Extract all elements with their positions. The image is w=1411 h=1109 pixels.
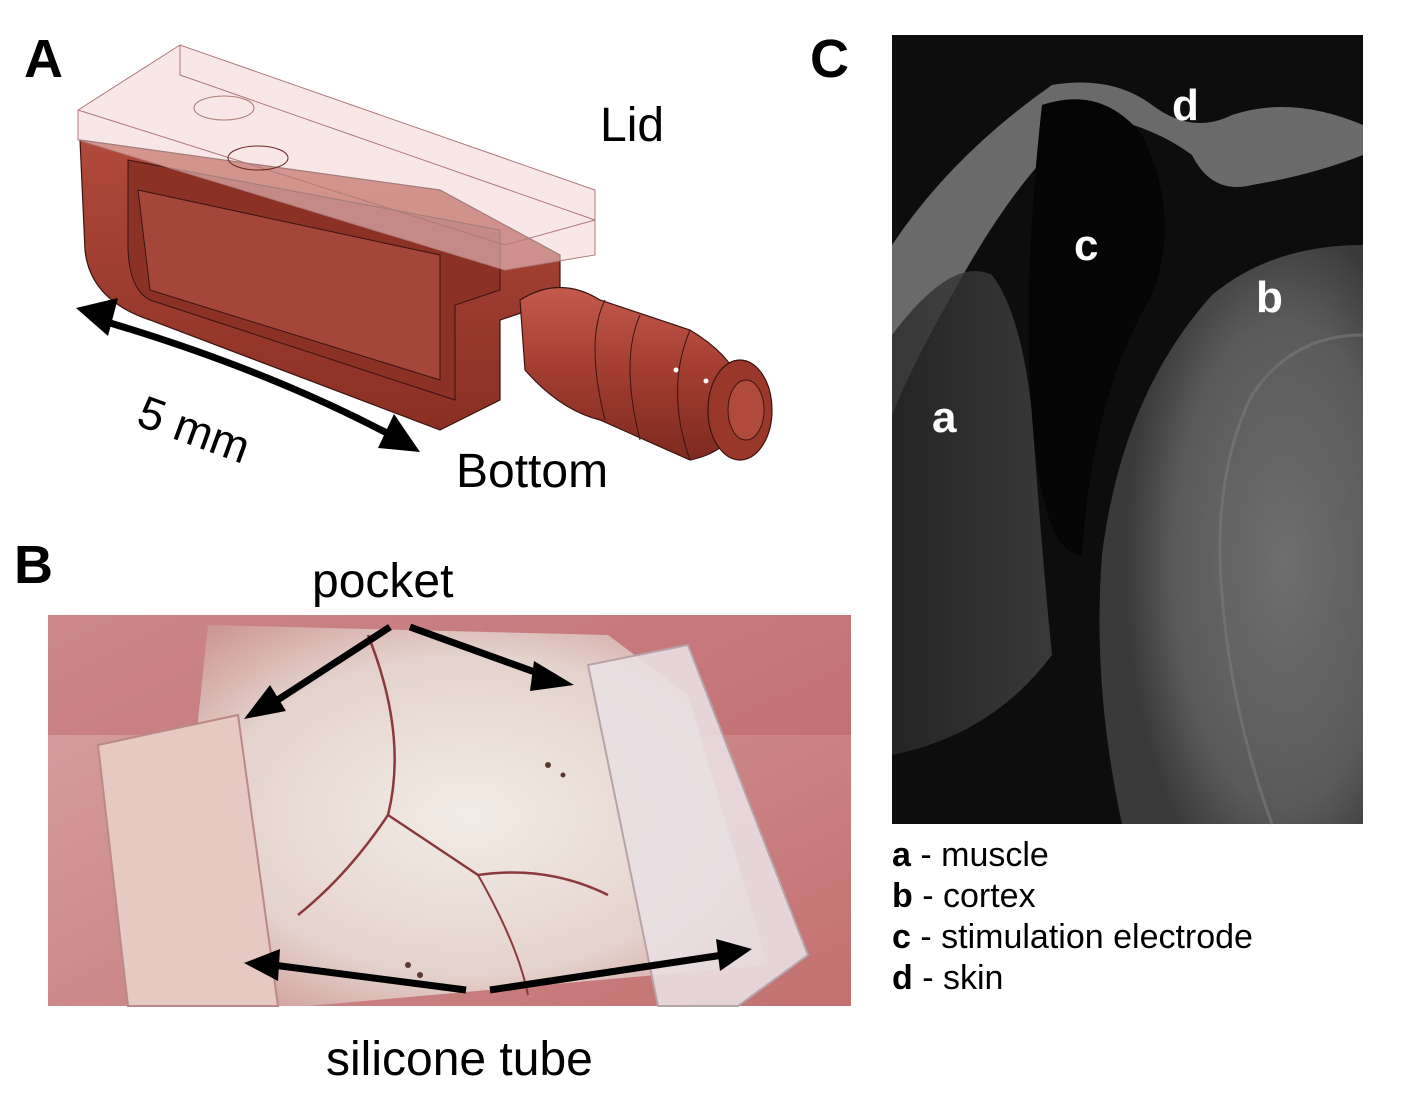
legend-text: cortex [943, 877, 1036, 915]
mri-region-b: b [1256, 273, 1283, 322]
silicone-tube-label: silicone tube [326, 1033, 593, 1086]
legend-item: a - muscle [892, 838, 1253, 872]
legend-key: c [892, 918, 911, 956]
mri-region-d: d [1172, 81, 1199, 130]
panel-c-letter: C [810, 29, 849, 89]
legend-key: b [892, 877, 913, 915]
lid-label: Lid [600, 99, 665, 152]
legend-sep: - [912, 959, 943, 997]
legend-text: skin [943, 959, 1004, 997]
legend-key: a [892, 836, 911, 874]
legend-sep: - [910, 836, 942, 874]
mri-legend: a - muscle b - cortex c - stimulation el… [892, 838, 1253, 995]
mri-region-a: a [932, 393, 957, 442]
legend-text: muscle [941, 836, 1049, 874]
panel-a-letter: A [24, 29, 63, 89]
surgical-photo [48, 615, 851, 1007]
legend-key: d [892, 959, 913, 997]
legend-sep: - [910, 918, 942, 956]
bottom-label: Bottom [456, 445, 609, 498]
mri-region-c: c [1074, 221, 1099, 270]
mri-image [892, 35, 1364, 825]
legend-text: stimulation electrode [941, 918, 1253, 956]
legend-item: c - stimulation electrode [892, 920, 1253, 954]
legend-sep: - [912, 877, 943, 915]
pocket-label: pocket [312, 555, 454, 608]
panel-b-letter: B [14, 535, 53, 595]
legend-item: b - cortex [892, 879, 1253, 913]
device-illustration [76, 44, 773, 461]
legend-item: d - skin [892, 961, 1253, 995]
